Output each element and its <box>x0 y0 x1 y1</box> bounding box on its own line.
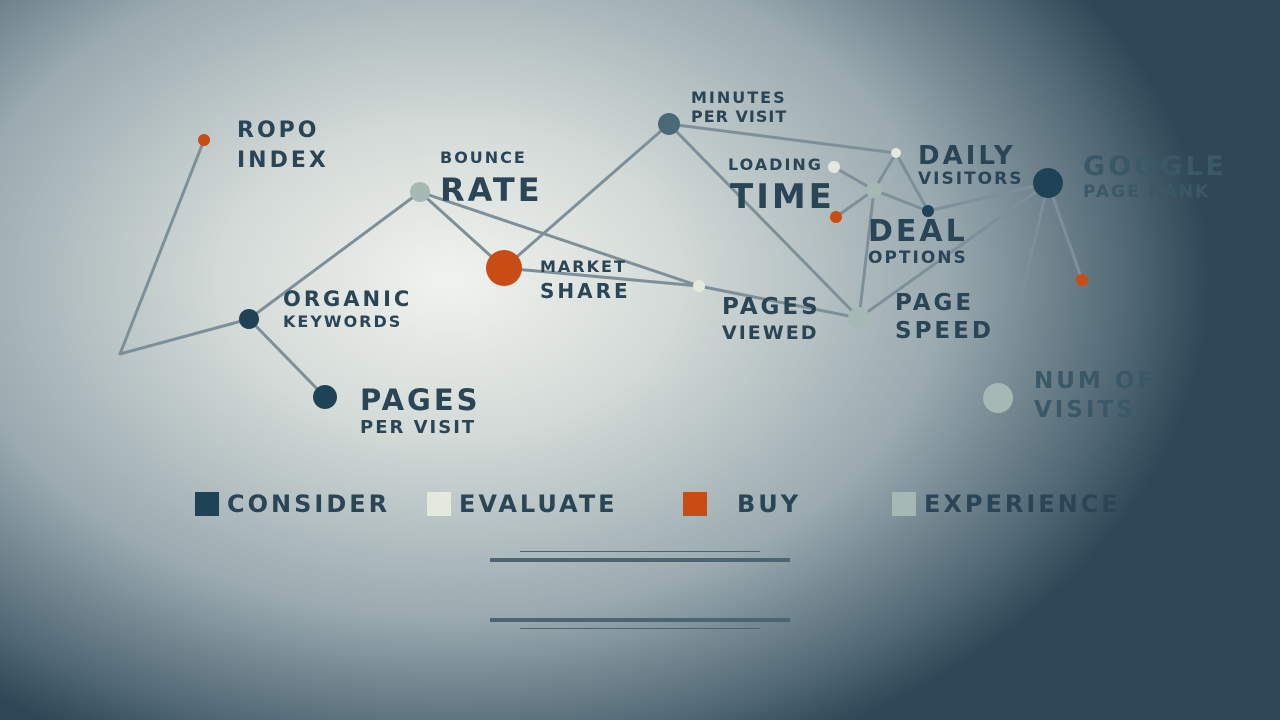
pages-viewed-label-2: VIEWED <box>722 322 819 344</box>
edge-google-google_buy <box>1046 181 1084 282</box>
node-visits <box>983 383 1013 413</box>
edge-organic-bounce <box>247 190 422 321</box>
loading-label-1: LOADING <box>728 155 823 174</box>
divider-bottom-thin <box>520 628 760 629</box>
edge-speed-google <box>857 181 1050 320</box>
edge-minutes-speed <box>667 122 861 320</box>
legend-evaluate: EVALUATE <box>427 490 618 518</box>
organic-label-2: KEYWORDS <box>283 312 403 331</box>
google-label-1: GOOGLE <box>1083 151 1227 182</box>
edge-market-pages_viewed <box>502 266 701 288</box>
page-speed-label-1: PAGE <box>895 290 975 316</box>
node-hub <box>866 182 882 198</box>
edge-speed-hub <box>857 188 876 320</box>
legend-label-evaluate: EVALUATE <box>459 490 618 518</box>
visits-label-1: NUM OF <box>1034 368 1157 394</box>
page-speed-label-2: SPEED <box>895 318 994 344</box>
edge-deal_dot-google <box>926 181 1050 213</box>
divider-bottom-thick <box>490 618 790 622</box>
daily-label-2: VISITORS <box>918 169 1024 189</box>
node-pages-visit <box>313 385 337 409</box>
legend-buy: BUY <box>683 490 801 518</box>
node-ropo <box>198 134 210 146</box>
minutes-label-1: MINUTES <box>691 88 787 107</box>
legend-experience: EXPERIENCE <box>892 490 1121 518</box>
legend-swatch-buy <box>683 492 707 516</box>
node-loading-buy <box>830 211 842 223</box>
market-label-2: SHARE <box>540 279 631 303</box>
edge-pages_viewed-speed <box>697 284 861 320</box>
google-label-2: PAGE RANK <box>1083 182 1211 202</box>
legend-swatch-evaluate <box>427 492 451 516</box>
node-minutes <box>658 113 680 135</box>
pages-viewed-label-1: PAGES <box>722 294 821 320</box>
legend-consider: CONSIDER <box>195 490 390 518</box>
edge-organic-pages_visit <box>247 317 327 399</box>
market-label-1: MARKET <box>540 257 627 276</box>
edge-hub-deal_dot <box>872 188 930 213</box>
legend-label-buy: BUY <box>737 490 802 518</box>
edge-bounce-market <box>418 190 506 270</box>
edge-daily_dot-deal_dot <box>894 151 930 213</box>
pages-per-visit-label-1: PAGES <box>360 383 481 417</box>
node-market <box>486 250 522 286</box>
pages-per-visit-label-2: PER VISIT <box>360 417 477 438</box>
node-pages-viewed <box>693 280 705 292</box>
deal-label-1: DEAL <box>868 214 968 249</box>
bounce-label-2: RATE <box>440 171 543 209</box>
legend-swatch-consider <box>195 492 219 516</box>
node-deal-dot <box>922 205 934 217</box>
edge-bend-organic <box>118 317 251 356</box>
node-google <box>1033 168 1063 198</box>
bounce-label-1: BOUNCE <box>440 148 527 167</box>
ropo-label-1: ROPO <box>237 118 320 143</box>
edge-ropo-bend <box>118 138 206 356</box>
divider-top-thick <box>490 558 790 562</box>
daily-label-1: DAILY <box>918 141 1016 171</box>
minutes-label-2: PER VISIT <box>691 107 788 126</box>
legend-label-consider: CONSIDER <box>227 490 391 518</box>
legend-label-experience: EXPERIENCE <box>924 490 1121 518</box>
divider-top-thin <box>520 551 760 552</box>
ropo-label-2: INDEX <box>237 148 329 173</box>
node-google-buy <box>1076 274 1088 286</box>
legend-swatch-experience <box>892 492 916 516</box>
deal-label-2: OPTIONS <box>868 248 968 268</box>
loading-label-2: TIME <box>730 177 835 217</box>
node-organic <box>239 309 259 329</box>
node-speed <box>848 307 870 329</box>
edge-bounce-pages_viewed <box>418 190 701 288</box>
edge-market-minutes <box>502 122 671 270</box>
node-daily-dot <box>891 148 901 158</box>
edge-minutes-daily_dot <box>667 122 898 155</box>
node-loading-dot <box>828 161 840 173</box>
organic-label-1: ORGANIC <box>283 287 413 311</box>
visits-label-2: VISITS <box>1034 397 1136 423</box>
node-bounce <box>410 182 430 202</box>
edge-google-visits <box>996 181 1050 400</box>
